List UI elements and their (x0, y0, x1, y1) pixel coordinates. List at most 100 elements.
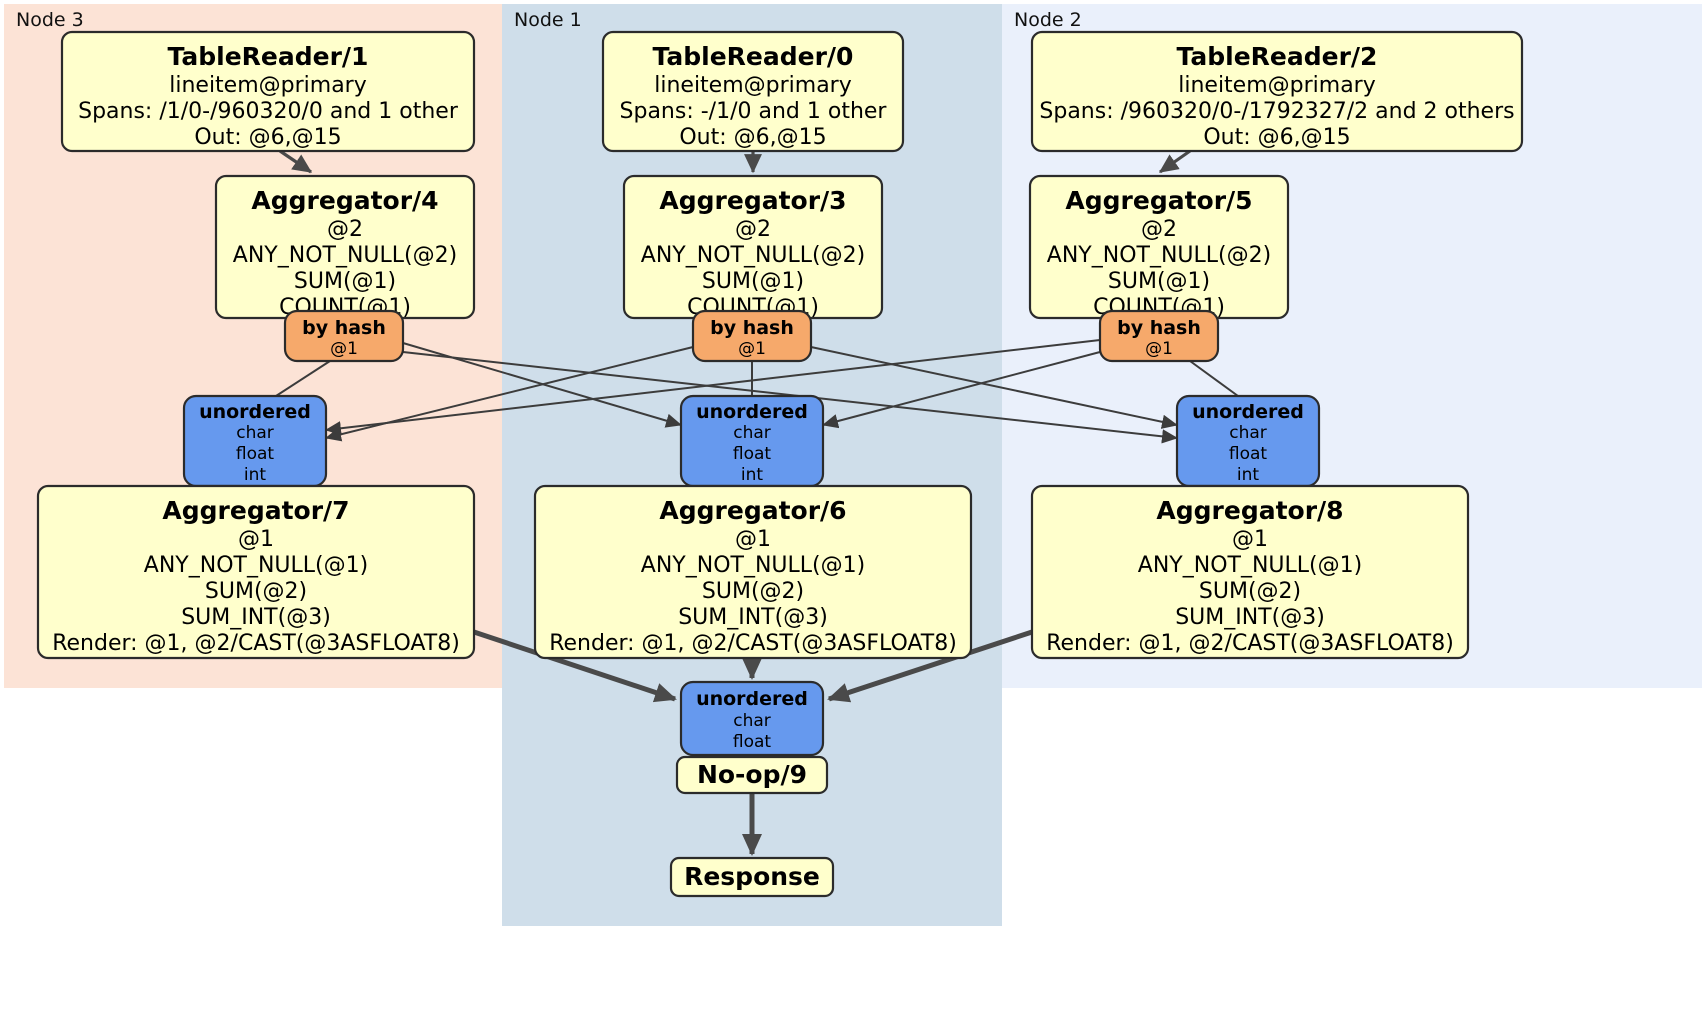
tablereader-1-box[interactable] (60, 30, 476, 153)
aggregator-7-title: Aggregator/7 (162, 496, 349, 525)
tablereader-1-line-0: lineitem@primary (169, 73, 367, 98)
unordered-7-type-1: float (236, 444, 275, 464)
tablereader-2-line-0: lineitem@primary (1178, 73, 1376, 98)
node-unordered-final[interactable]: unordered char float (679, 680, 825, 757)
edge-hash3-unordered8 (810, 346, 1178, 429)
tablereader-1-line-1: Spans: /1/0-/960320/0 and 1 other (78, 99, 459, 124)
aggregator-4-line-2: SUM(@1) (294, 269, 396, 294)
node-by-hash-5[interactable]: by hash @1 (1098, 309, 1220, 363)
unordered-8-type-0: char (1229, 423, 1267, 443)
edge-hash4-unordered7 (275, 360, 331, 397)
aggregator-4-line-0: @2 (327, 217, 363, 242)
tablereader-0-title: TableReader/0 (653, 42, 854, 71)
edge-hash5-unordered6 (822, 351, 1101, 429)
aggregator-5-line-0: @2 (1141, 217, 1177, 242)
unordered-7-type-2: int (244, 465, 266, 485)
aggregator-8-line-4: Render: @1, @2/CAST(@3ASFLOAT8) (1046, 631, 1454, 656)
response-title: Response (684, 862, 820, 891)
tablereader-2-line-1: Spans: /960320/0-/1792327/2 and 2 others (1039, 99, 1514, 124)
aggregator-3-line-2: SUM(@1) (702, 269, 804, 294)
node-unordered-7[interactable]: unordered char float int (182, 394, 328, 488)
edge-aggregator7-final-sync (473, 629, 677, 703)
tablereader-2-line-2: Out: @6,@15 (1203, 125, 1350, 150)
aggregator-6-line-2: SUM(@2) (702, 579, 804, 604)
node-aggregator-7[interactable]: Aggregator/7 @1 ANY_NOT_NULL(@1) SUM(@2)… (36, 484, 476, 660)
tablereader-0-line-0: lineitem@primary (654, 73, 852, 98)
unordered-6-type-0: char (733, 423, 771, 443)
aggregator-6-line-0: @1 (735, 527, 771, 552)
tablereader-2-title: TableReader/2 (1177, 42, 1378, 71)
response-box[interactable] (669, 856, 835, 898)
edge-aggregator8-final-sync (827, 629, 1033, 703)
unordered-8-type-2: int (1237, 465, 1259, 485)
unordered-final-title: unordered (696, 688, 808, 710)
aggregator-8-line-1: ANY_NOT_NULL(@1) (1138, 553, 1362, 578)
aggregator-8-box[interactable] (1030, 484, 1470, 660)
by-hash-4-box[interactable] (283, 309, 405, 363)
node-tablereader-2[interactable]: TableReader/2 lineitem@primary Spans: /9… (1030, 30, 1524, 153)
aggregator-8-line-3: SUM_INT(@3) (1175, 605, 1325, 630)
aggregator-4-line-1: ANY_NOT_NULL(@2) (233, 243, 457, 268)
aggregator-8-line-2: SUM(@2) (1199, 579, 1301, 604)
unordered-8-type-1: float (1229, 444, 1268, 464)
tablereader-1-line-2: Out: @6,@15 (194, 125, 341, 150)
aggregator-4-title: Aggregator/4 (251, 186, 438, 215)
node-tablereader-1[interactable]: TableReader/1 lineitem@primary Spans: /1… (60, 30, 476, 153)
edge-tablereader1-aggregator4 (279, 149, 313, 174)
aggregator-7-box[interactable] (36, 484, 476, 660)
aggregator-8-line-0: @1 (1232, 527, 1268, 552)
unordered-8-title: unordered (1192, 401, 1304, 423)
node-by-hash-4[interactable]: by hash @1 (283, 309, 405, 363)
cluster-node2-label: Node 2 (1014, 9, 1082, 31)
cluster-node1-label: Node 1 (514, 9, 582, 31)
aggregator-6-box[interactable] (533, 484, 973, 660)
node-unordered-8[interactable]: unordered char float int (1175, 394, 1321, 488)
node-aggregator-6[interactable]: Aggregator/6 @1 ANY_NOT_NULL(@1) SUM(@2)… (533, 484, 973, 660)
unordered-final-type-0: char (733, 711, 771, 731)
aggregator-6-line-1: ANY_NOT_NULL(@1) (641, 553, 865, 578)
noop-9-box[interactable] (675, 755, 829, 795)
edge-tablereader2-aggregator5 (1158, 149, 1191, 174)
hash-router-edges (275, 339, 1239, 444)
aggregator-7-line-1: ANY_NOT_NULL(@1) (144, 553, 368, 578)
node-response[interactable]: Response (669, 856, 835, 898)
unordered-6-type-1: float (733, 444, 772, 464)
noop-9-title: No-op/9 (697, 760, 807, 789)
edge-hash5-unordered7 (325, 339, 1101, 436)
node-aggregator-8[interactable]: Aggregator/8 @1 ANY_NOT_NULL(@1) SUM(@2)… (1030, 484, 1470, 660)
aggregator-5-line-2: SUM(@1) (1108, 269, 1210, 294)
aggregator-7-line-0: @1 (238, 527, 274, 552)
aggregator-3-line-0: @2 (735, 217, 771, 242)
aggregator-7-line-4: Render: @1, @2/CAST(@3ASFLOAT8) (52, 631, 460, 656)
node-by-hash-3[interactable]: by hash @1 (691, 309, 813, 363)
tablereader-1-title: TableReader/1 (168, 42, 369, 71)
unordered-final-box[interactable] (679, 680, 825, 757)
node-aggregator-5[interactable]: Aggregator/5 @2 ANY_NOT_NULL(@2) SUM(@1)… (1028, 174, 1290, 320)
unordered-7-title: unordered (199, 401, 311, 423)
tablereader-0-line-1: Spans: -/1/0 and 1 other (620, 99, 888, 124)
aggregator-3-line-1: ANY_NOT_NULL(@2) (641, 243, 865, 268)
aggregator-6-title: Aggregator/6 (659, 496, 846, 525)
aggregator-6-line-4: Render: @1, @2/CAST(@3ASFLOAT8) (549, 631, 957, 656)
by-hash-5-box[interactable] (1098, 309, 1220, 363)
aggregator-6-line-3: SUM_INT(@3) (678, 605, 828, 630)
unordered-6-title: unordered (696, 401, 808, 423)
by-hash-3-title: by hash (710, 317, 794, 339)
node-noop-9[interactable]: No-op/9 (675, 755, 829, 795)
aggregator-5-title: Aggregator/5 (1065, 186, 1252, 215)
by-hash-5-title: by hash (1117, 317, 1201, 339)
unordered-7-type-0: char (236, 423, 274, 443)
tablereader-2-box[interactable] (1030, 30, 1524, 153)
node-tablereader-0[interactable]: TableReader/0 lineitem@primary Spans: -/… (601, 30, 905, 153)
node-aggregator-4[interactable]: Aggregator/4 @2 ANY_NOT_NULL(@2) SUM(@1)… (214, 174, 476, 320)
by-hash-3-sub: @1 (738, 339, 766, 359)
unordered-final-type-1: float (733, 732, 772, 752)
cluster-node3-label: Node 3 (16, 9, 84, 31)
node-aggregator-3[interactable]: Aggregator/3 @2 ANY_NOT_NULL(@2) SUM(@1)… (622, 174, 884, 320)
tablereader-0-box[interactable] (601, 30, 905, 153)
by-hash-3-box[interactable] (691, 309, 813, 363)
edge-hash5-unordered8 (1189, 360, 1239, 397)
node-unordered-6[interactable]: unordered char float int (679, 394, 825, 488)
